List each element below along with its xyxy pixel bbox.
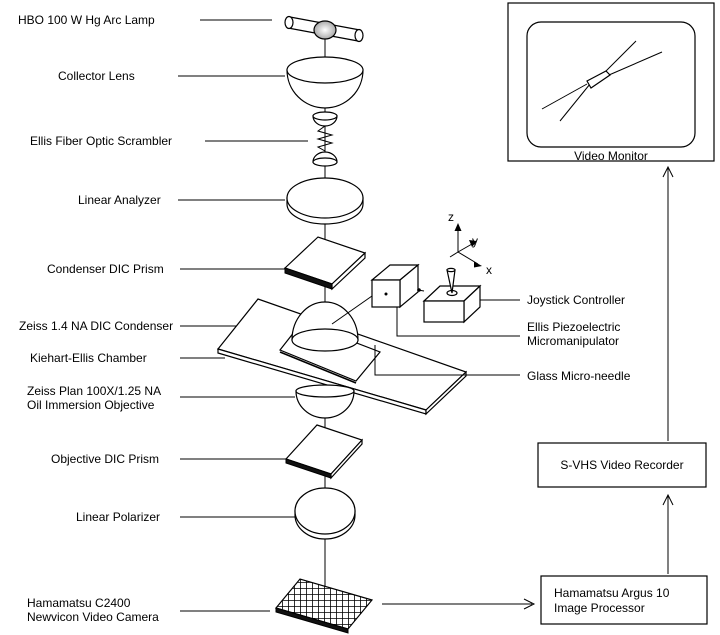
dic-condenser xyxy=(291,301,359,352)
axis-x-label: x xyxy=(486,263,492,277)
label-condenser: Zeiss 1.4 NA DIC Condenser xyxy=(19,319,173,333)
label-analyzer: Linear Analyzer xyxy=(78,193,161,207)
label-objective-2: Oil Immersion Objective xyxy=(27,398,155,412)
linear-analyzer xyxy=(286,177,364,225)
monitor-label: Video Monitor xyxy=(574,149,648,163)
kiehart-ellis-chamber xyxy=(216,298,468,416)
image-processor: Hamamatsu Argus 10 Image Processor xyxy=(540,575,708,625)
video-monitor: Video Monitor xyxy=(507,2,715,163)
axis-z-label: z xyxy=(448,210,454,224)
collector-lens xyxy=(286,56,364,109)
micro-needle xyxy=(331,295,373,325)
label-joystick: Joystick Controller xyxy=(527,293,625,307)
label-scrambler: Ellis Fiber Optic Scrambler xyxy=(30,134,172,148)
label-lamp: HBO 100 W Hg Arc Lamp xyxy=(18,13,155,27)
label-camera-1: Hamamatsu C2400 xyxy=(27,596,131,610)
label-piezo-1: Ellis Piezoelectric xyxy=(527,320,620,334)
piezo-micromanipulator xyxy=(370,263,420,309)
axis-triad: z y x xyxy=(448,210,492,277)
joystick-controller xyxy=(422,267,482,324)
objective-lens xyxy=(295,384,355,419)
processor-label-2: Image Processor xyxy=(554,601,645,615)
arc-lamp xyxy=(284,15,364,43)
arrow-processor-to-recorder xyxy=(662,493,674,574)
leader-needle xyxy=(374,345,520,376)
objective-dic-prism xyxy=(284,424,364,480)
label-objective-1: Zeiss Plan 100X/1.25 NA xyxy=(27,384,161,398)
label-condenser-prism: Condenser DIC Prism xyxy=(47,262,164,276)
arrow-camera-to-processor xyxy=(382,598,536,610)
linear-polarizer xyxy=(294,487,356,540)
label-polarizer: Linear Polarizer xyxy=(76,510,160,524)
label-camera-2: Newvicon Video Camera xyxy=(27,610,159,624)
processor-label-1: Hamamatsu Argus 10 xyxy=(554,586,670,600)
svhs-recorder: S-VHS Video Recorder xyxy=(537,442,707,488)
arrow-recorder-to-monitor xyxy=(662,165,674,441)
label-collector: Collector Lens xyxy=(58,69,135,83)
axis-y-label: y xyxy=(472,234,478,248)
fiber-scrambler xyxy=(312,111,338,167)
label-chamber: Kiehart-Ellis Chamber xyxy=(30,351,147,365)
label-objective-prism: Objective DIC Prism xyxy=(51,452,159,466)
condenser-dic-prism xyxy=(283,236,367,291)
label-piezo-2: Micromanipulator xyxy=(527,334,619,348)
label-needle: Glass Micro-needle xyxy=(527,369,631,383)
leader-piezo xyxy=(396,307,520,337)
video-camera xyxy=(274,578,374,634)
recorder-label: S-VHS Video Recorder xyxy=(560,458,683,472)
